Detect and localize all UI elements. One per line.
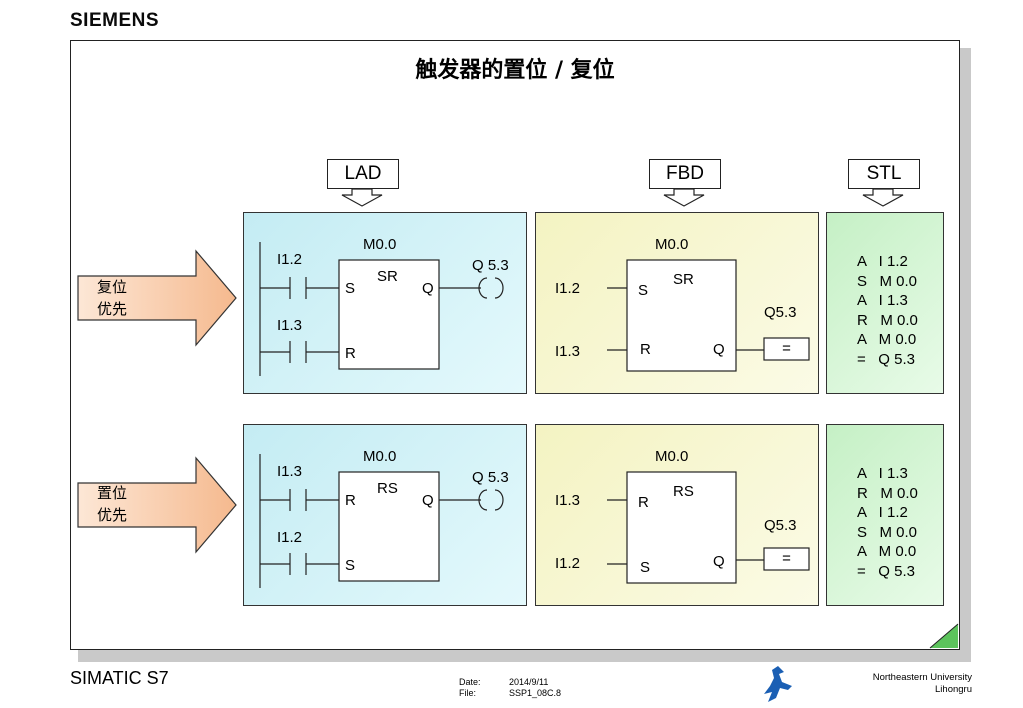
stl-panel-reset-priority (826, 212, 944, 394)
fbd-down-arrow-icon (663, 188, 705, 207)
fbd-label: FBD (649, 159, 721, 189)
page-corner-icon (929, 623, 959, 649)
org-name: Northeastern University (872, 672, 972, 683)
fbd-out-pin: Q (713, 341, 725, 358)
lad-block-type: SR (377, 268, 398, 285)
fbd-block-type: RS (673, 483, 694, 500)
fbd-block-type: SR (673, 271, 694, 288)
lad-bottom-pin: R (345, 345, 356, 362)
reset-priority-label-line2: 优先 (97, 300, 128, 318)
lad-coil-label: Q 5.3 (472, 469, 509, 486)
stl-line: A M 0.0 (857, 543, 917, 560)
fbd-bottom-pin: S (640, 559, 651, 576)
lad-out-pin: Q (422, 492, 434, 509)
fbd-bottom-input: I1.2 (555, 555, 581, 572)
lad-out-pin: Q (422, 280, 434, 297)
set-priority-arrow-icon (77, 456, 237, 554)
fbd-output-label: Q5.3 (764, 304, 797, 321)
author-name: Lihongru (935, 684, 972, 695)
lad-marker: M0.0 (363, 448, 397, 465)
lad-label: LAD (327, 159, 399, 189)
fbd-diagram-set-priority (607, 471, 810, 584)
stl-panel-set-priority (826, 424, 944, 606)
siemens-logo: SIEMENS (70, 10, 160, 31)
lad-bottom-pin: S (345, 557, 356, 574)
lad-bottom-contact: I1.2 (277, 529, 303, 546)
lad-coil-label: Q 5.3 (472, 257, 509, 274)
lad-block-type: RS (377, 480, 398, 497)
stl-line: A M 0.0 (857, 331, 917, 348)
stl-line: A I 1.2 (857, 253, 908, 270)
set-priority-label-line2: 优先 (97, 506, 128, 524)
stl-line: = Q 5.3 (857, 562, 915, 580)
product-name: SIMATIC S7 (70, 668, 169, 688)
fbd-top-pin: S (638, 282, 649, 299)
lad-top-pin: R (345, 492, 356, 509)
fbd-assign-box: = (782, 550, 791, 567)
file-label: File: (459, 688, 477, 698)
lad-bottom-contact: I1.3 (277, 317, 303, 334)
university-logo-icon (764, 666, 792, 702)
fbd-top-input: I1.3 (555, 492, 581, 509)
stl-line: A I 1.2 (857, 504, 908, 521)
stl-label: STL (848, 159, 920, 189)
lad-diagram-set-priority (259, 454, 504, 588)
lad-diagram-reset-priority (259, 242, 504, 376)
fbd-diagram-reset-priority (607, 259, 810, 372)
reset-priority-arrow-icon (77, 249, 237, 347)
stl-line: A I 1.3 (857, 465, 908, 482)
stl-line: = Q 5.3 (857, 350, 915, 368)
lad-top-contact: I1.2 (277, 251, 303, 268)
lad-top-contact: I1.3 (277, 463, 303, 480)
date-label: Date: (459, 677, 481, 687)
fbd-top-pin: R (638, 494, 649, 511)
fbd-output-label: Q5.3 (764, 517, 797, 534)
stl-code-set-priority: A I 1.3 R M 0.0 A I 1.2 S M 0.0 A M 0.0 … (857, 464, 918, 581)
lad-down-arrow-icon (341, 188, 383, 207)
file-value: SSP1_08C.8 (509, 688, 562, 698)
fbd-marker: M0.0 (655, 448, 689, 465)
stl-down-arrow-icon (862, 188, 904, 207)
fbd-bottom-input: I1.3 (555, 343, 581, 360)
reset-priority-label-line1: 复位 (97, 278, 128, 296)
fbd-assign-box: = (782, 340, 791, 357)
set-priority-label-line1: 置位 (97, 484, 128, 502)
fbd-marker: M0.0 (655, 236, 689, 253)
date-value: 2014/9/11 (509, 677, 549, 687)
lad-top-pin: S (345, 280, 356, 297)
fbd-bottom-pin: R (640, 341, 651, 358)
slide-title: 触发器的置位 / 复位 (415, 58, 615, 83)
stl-line: A I 1.3 (857, 292, 908, 309)
stl-line: R M 0.0 (857, 484, 918, 502)
stl-line: R M 0.0 (857, 311, 918, 329)
fbd-out-pin: Q (713, 553, 725, 570)
stl-code-reset-priority: A I 1.2 S M 0.0 A I 1.3 R M 0.0 A M 0.0 … (857, 252, 918, 369)
lad-marker: M0.0 (363, 236, 397, 253)
stl-line: S M 0.0 (857, 523, 918, 541)
fbd-top-input: I1.2 (555, 280, 581, 297)
stl-line: S M 0.0 (857, 272, 918, 290)
